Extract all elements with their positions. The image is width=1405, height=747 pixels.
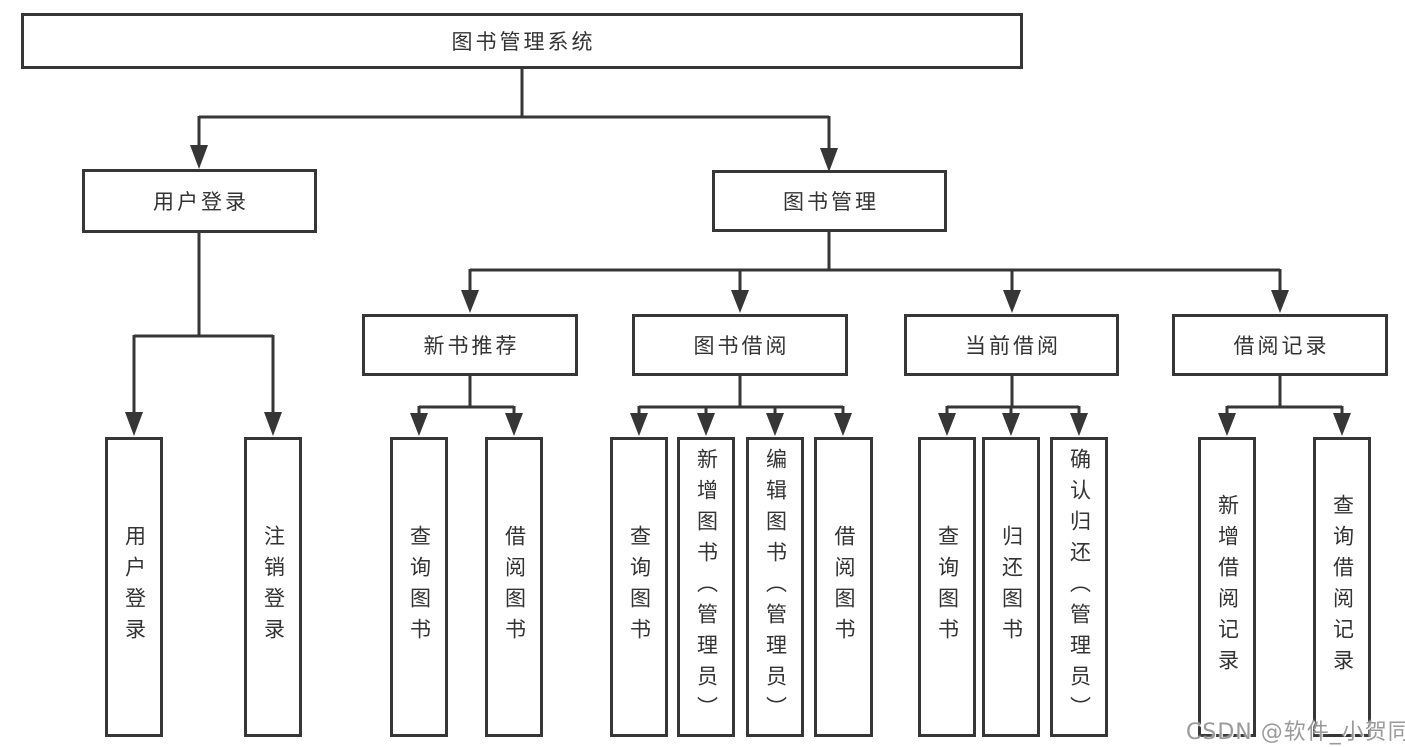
- leaf-add-borrow-record: 新增借阅记录: [1198, 437, 1256, 737]
- node-new-book-recommendation: 新书推荐: [362, 314, 578, 376]
- node-user-login: 用户登录: [82, 169, 317, 233]
- node-current-borrowing: 当前借阅: [904, 314, 1119, 376]
- arrowheads: [125, 145, 1351, 436]
- node-borrowing-records: 借阅记录: [1172, 314, 1388, 376]
- leaf-borrow-books: 借阅图书: [814, 437, 873, 737]
- leaf-return-books: 归还图书: [982, 437, 1040, 737]
- node-book-borrowing: 图书借阅: [632, 314, 848, 376]
- leaf-edit-book-admin: 编辑图书（管理员）: [746, 437, 804, 737]
- leaf-query-books-recommend: 查询图书: [390, 437, 448, 737]
- leaf-query-books-borrowing: 查询图书: [610, 437, 668, 737]
- leaf-query-borrow-record: 查询借阅记录: [1313, 437, 1371, 737]
- watermark: CSDN @软件_小贺同学: [1186, 720, 1405, 745]
- leaf-add-book-admin: 新增图书（管理员）: [677, 437, 735, 737]
- leaf-query-books-current: 查询图书: [918, 437, 976, 737]
- leaf-confirm-return-admin: 确认归还（管理员）: [1050, 437, 1108, 737]
- leaf-borrow-books-recommend: 借阅图书: [485, 437, 543, 737]
- leaf-logout: 注销登录: [244, 437, 302, 737]
- node-book-management: 图书管理: [712, 170, 947, 232]
- leaf-user-login: 用户登录: [105, 437, 163, 737]
- node-library-management-system: 图书管理系统: [21, 13, 1023, 69]
